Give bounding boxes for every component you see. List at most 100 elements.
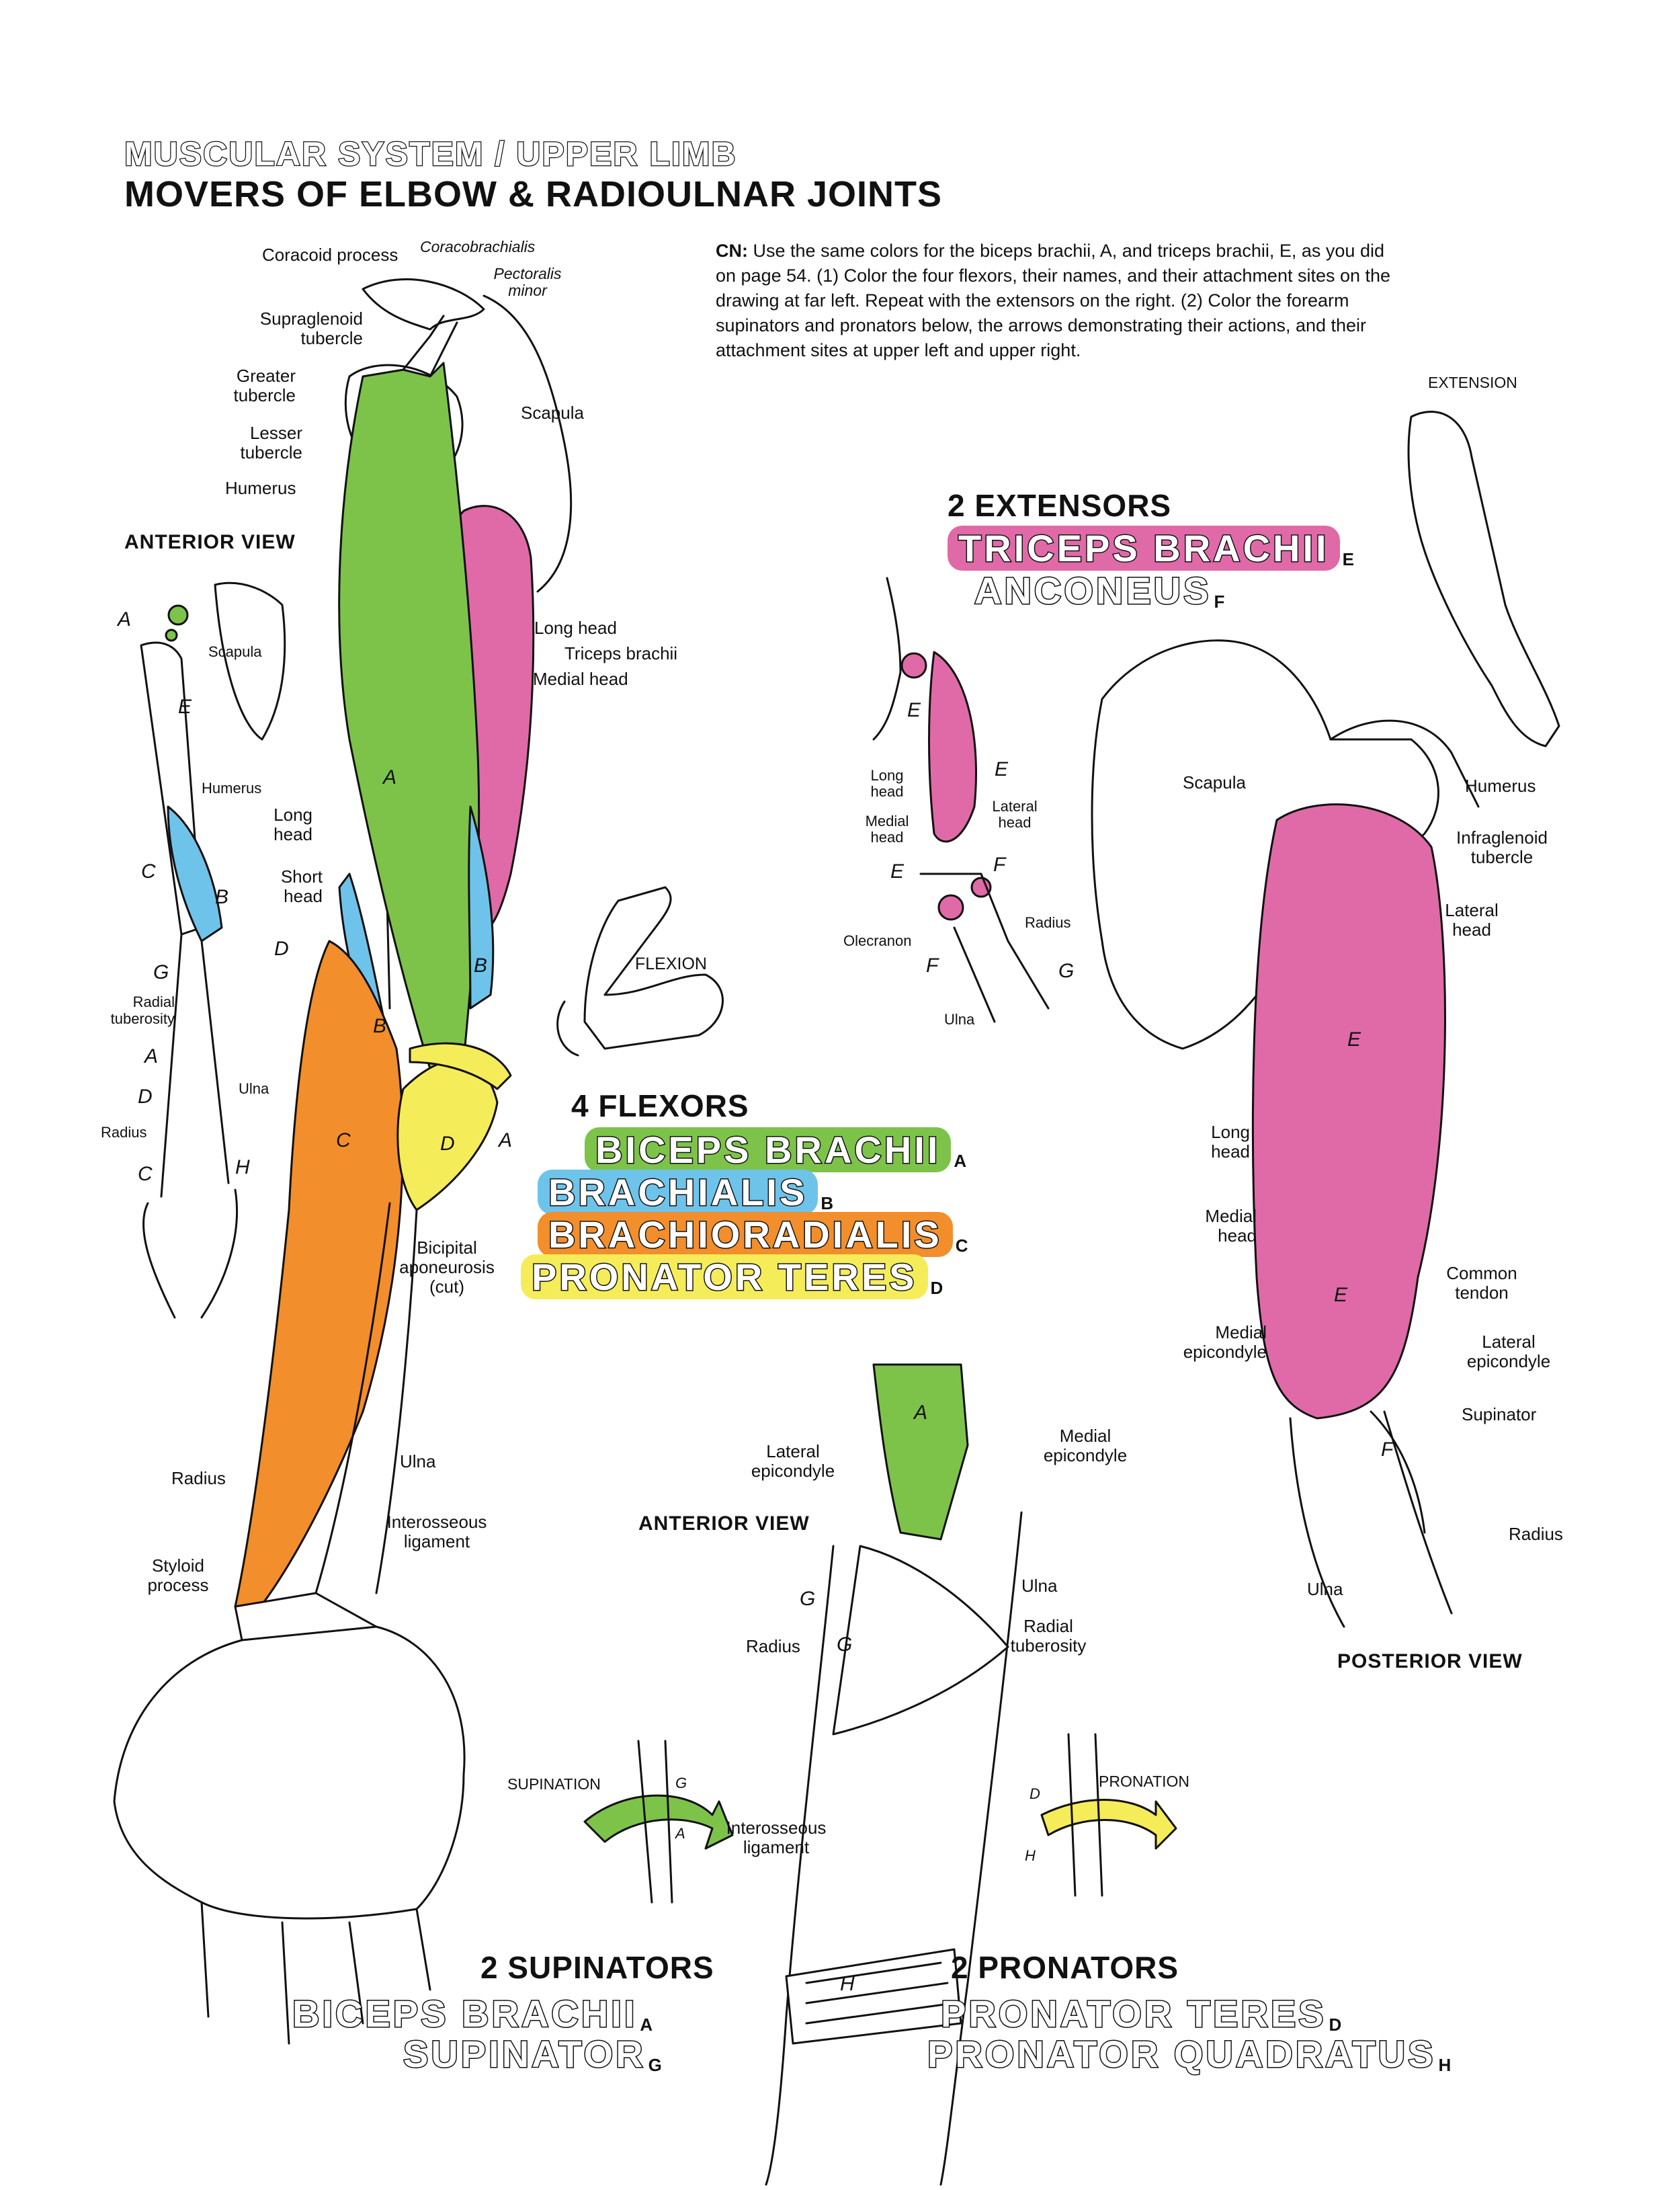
letter-d-main: D [440, 1133, 455, 1155]
letter-e-elbow-2: E [995, 758, 1009, 780]
label-ulna-main: Ulna [400, 1451, 436, 1471]
extensor-triceps-letter: E [1342, 549, 1354, 569]
letter-g-elbow: G [1058, 960, 1075, 982]
label-medial-head-posterior: Medial head [1205, 1206, 1257, 1246]
supination-arrow [583, 1794, 734, 1850]
label-scapula-main: Scapula [521, 403, 584, 423]
label-flexion: FLEXION [635, 955, 707, 973]
label-interosseous-ligament-forearm: Interosseous ligament [726, 1818, 827, 1857]
label-medial-epicondyle-posterior: Medial epicondyle [1183, 1322, 1267, 1362]
label-medial-head-elbow: Medial head [865, 813, 909, 846]
instructions-text: Use the same colors for the biceps brach… [716, 241, 1391, 360]
letter-a-small: A [118, 608, 132, 631]
label-pronation: PRONATION [1099, 1773, 1190, 1790]
label-infraglenoid-tubercle: Infraglenoid tubercle [1456, 827, 1548, 867]
letter-f-elbow: F [993, 854, 1006, 876]
brachioradialis-muscle [234, 940, 404, 1615]
instructions-prefix: CN: [716, 241, 748, 261]
letter-f-elbow-2: F [926, 955, 939, 977]
label-lateral-head-posterior: Lateral head [1445, 900, 1499, 940]
flexor-brachioradialis-letter: C [955, 1235, 968, 1256]
label-styloid-process: Styloid process [147, 1555, 209, 1595]
label-lateral-epicondyle-forearm: Lateral epicondyle [751, 1441, 835, 1481]
coracoid-process-shape [362, 278, 485, 331]
label-ulna-elbow: Ulna [944, 1011, 975, 1028]
label-lateral-epicondyle-posterior: Lateral epicondyle [1466, 1332, 1551, 1371]
letter-e-posterior-2: E [1334, 1284, 1348, 1306]
label-coracobrachialis: Coracobrachialis [420, 238, 536, 255]
pronator-teres-letter: D [1329, 2015, 1342, 2035]
label-interosseous-ligament-main: Interosseous ligament [386, 1512, 487, 1551]
letter-b-main: B [474, 955, 488, 977]
letter-e-posterior: E [1347, 1028, 1361, 1051]
letter-d-pronation: D [1030, 1785, 1040, 1802]
letter-b-main-2: B [373, 1015, 387, 1037]
letter-h-pronation: H [1025, 1847, 1036, 1864]
letter-c-small: C [141, 860, 156, 883]
letter-g-small: G [153, 961, 169, 983]
label-scapula-posterior: Scapula [1183, 772, 1246, 793]
forearm-radius [765, 1545, 835, 2186]
label-radius-elbow: Radius [1025, 914, 1071, 931]
label-long-head-posterior: Long head [1211, 1122, 1250, 1162]
label-lesser-tubercle: Lesser tubercle [240, 423, 303, 462]
view-title-anterior-main: ANTERIOR VIEW [124, 531, 296, 553]
supinators-heading: 2 SUPINATORS [480, 1950, 714, 1985]
label-olecranon: Olecranon [843, 932, 912, 949]
letter-a-main: A [383, 766, 397, 788]
letter-a-small-2: A [144, 1045, 159, 1067]
label-humerus-small: Humerus [202, 780, 262, 797]
letter-h-forearm: H [840, 1973, 855, 1995]
letter-c-main: C [336, 1129, 351, 1151]
letter-b-small: B [215, 886, 229, 908]
extensor-anconeus-letter: F [1214, 592, 1225, 612]
label-humerus-posterior: Humerus [1465, 776, 1536, 796]
label-radius-posterior: Radius [1509, 1524, 1563, 1544]
flexor-brachialis-name: BRACHIALIS [538, 1170, 818, 1215]
label-supraglenoid-tubercle: Supraglenoid tubercle [259, 309, 363, 348]
pronator-quadratus-name: PRONATOR QUADRATUS [926, 2032, 1436, 2076]
label-medial-head-triceps: Medial head [533, 669, 628, 689]
flexion-arm-shape [583, 886, 724, 1050]
radius-bone-main [314, 1202, 391, 1594]
small-hand [142, 1188, 238, 1319]
brachialis-muscle-main-right [468, 805, 495, 1010]
flexor-biceps-letter: A [954, 1151, 967, 1171]
label-humerus-main: Humerus [225, 478, 296, 498]
supinator-supinator-name: SUPINATOR [403, 2032, 646, 2076]
label-supination: SUPINATION [507, 1775, 601, 1793]
letter-a-main-2: A [499, 1129, 513, 1151]
pronators-heading: 2 PRONATORS [951, 1950, 1179, 1985]
supinator-biceps-letter: A [640, 2015, 653, 2035]
small-brachialis [167, 805, 223, 942]
label-triceps-brachii: Triceps brachii [564, 643, 678, 663]
label-bicipital-aponeurosis: Bicipital aponeurosis (cut) [399, 1238, 495, 1297]
letter-g-supination: G [675, 1775, 687, 1791]
pronator-quadratus-letter: H [1438, 2055, 1452, 2075]
bicipital-aponeurosis [409, 1042, 512, 1090]
view-title-anterior-forearm: ANTERIOR VIEW [638, 1512, 810, 1535]
posterior-humerus [1329, 719, 1480, 808]
flexor-brachialis-letter: B [821, 1193, 834, 1213]
extensors-heading: 2 EXTENSORS [948, 488, 1172, 523]
letter-e-small: E [178, 696, 192, 718]
flexor-brachioradialis-name: BRACHIORADIALIS [538, 1212, 953, 1257]
elbow-humerus [872, 577, 902, 741]
label-common-tendon: Common tendon [1446, 1263, 1517, 1303]
supinator-supinator-letter: G [648, 2055, 662, 2075]
label-ulna-small: Ulna [239, 1080, 269, 1097]
flexor-biceps-name: BICEPS BRACHII [585, 1127, 952, 1172]
label-radial-tuberosity-small: Radial tuberosity [110, 993, 175, 1027]
scapula-outline-main [482, 294, 573, 593]
label-lateral-head-elbow: Lateral head [992, 798, 1038, 831]
flexor-pronator-teres-letter: D [930, 1278, 943, 1298]
